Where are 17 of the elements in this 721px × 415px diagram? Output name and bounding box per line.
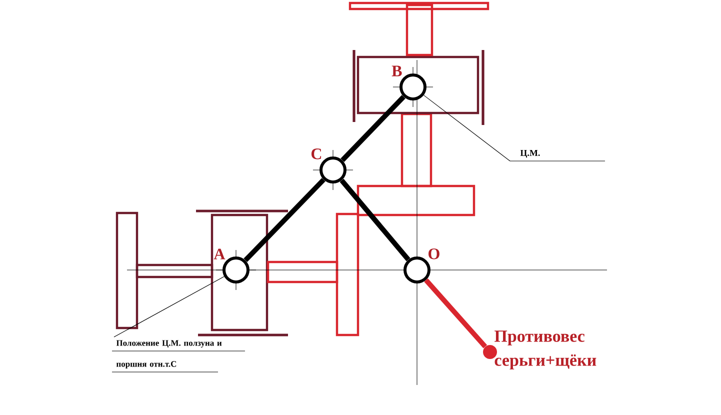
- joint: A: [214, 248, 250, 284]
- joint: C: [312, 148, 346, 184]
- node-label: O: [428, 248, 440, 260]
- link-bar: [340, 178, 410, 262]
- callout-label: Положение Ц.М. ползуна и поршня отн.т.С: [112, 340, 246, 372]
- link-bar: [340, 94, 406, 162]
- counterweight-label: Противовес серьги+щёки: [494, 330, 596, 370]
- link-bar: [244, 178, 326, 262]
- callout-label: Ц.М.: [510, 150, 606, 162]
- joint: O: [404, 248, 440, 284]
- node-label: A: [214, 248, 226, 260]
- node-label: C: [311, 148, 322, 160]
- link-bar: [424, 278, 488, 348]
- leader-line: [423, 94, 510, 162]
- joint: B: [392, 66, 426, 100]
- leader-line: [114, 276, 224, 338]
- node-label: B: [392, 66, 402, 76]
